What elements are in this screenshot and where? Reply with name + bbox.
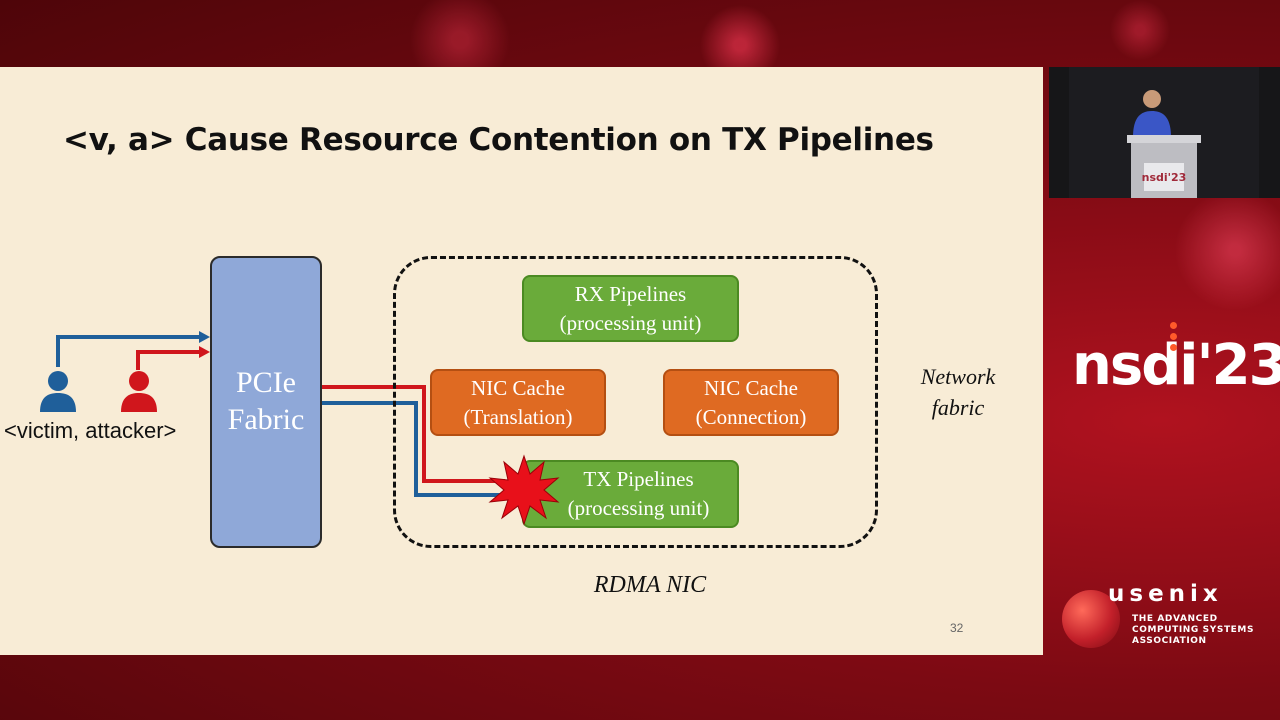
logo-dots <box>1170 322 1178 355</box>
pcie-fabric-block <box>210 256 322 548</box>
page-number: 32 <box>950 621 964 635</box>
slide-title: <v, a> Cause Resource Contention on TX P… <box>63 122 934 158</box>
nsdi-logo: nsdi'23 <box>1072 316 1280 416</box>
attacker-arrowhead <box>199 346 210 358</box>
usenix-subtitle: THE ADVANCED COMPUTING SYSTEMS ASSOCIATI… <box>1132 614 1255 646</box>
usenix-logo: usenix THE ADVANCED COMPUTING SYSTEMS AS… <box>1062 581 1272 652</box>
rx-pipelines-block: RX Pipelines (processing unit) <box>522 275 739 342</box>
victim-arrow <box>56 335 200 367</box>
nic-cache-connection-block: NIC Cache (Connection) <box>663 369 839 436</box>
attacker-user-icon <box>121 371 157 412</box>
users-label: <victim, attacker> <box>4 418 177 443</box>
svg-text:nsdi'23: nsdi'23 <box>1142 171 1187 184</box>
tx-pipelines-block: TX Pipelines (processing unit) <box>522 460 739 528</box>
victim-arrowhead <box>199 331 210 343</box>
diagram-connectors <box>40 331 505 497</box>
victim-user-icon <box>40 371 76 412</box>
speaker-video: nsdi'23 <box>1049 67 1280 198</box>
slide: <v, a> Cause Resource Contention on TX P… <box>0 67 1043 655</box>
rdma-nic-boundary <box>393 256 878 548</box>
usenix-wordmark: usenix <box>1108 581 1223 607</box>
network-fabric-label: Network fabric <box>920 364 996 420</box>
attacker-path <box>322 385 505 483</box>
victim-path <box>322 401 505 497</box>
speaker-figure: nsdi'23 <box>1049 67 1280 198</box>
nic-cache-translation-block: NIC Cache (Translation) <box>430 369 606 436</box>
contention-burst-icon <box>488 454 560 526</box>
rdma-nic-label: RDMA NIC <box>593 572 707 598</box>
pcie-fabric-label: PCIe Fabric <box>227 366 305 436</box>
usenix-globe-icon <box>1062 590 1120 648</box>
attacker-arrow <box>136 350 200 370</box>
